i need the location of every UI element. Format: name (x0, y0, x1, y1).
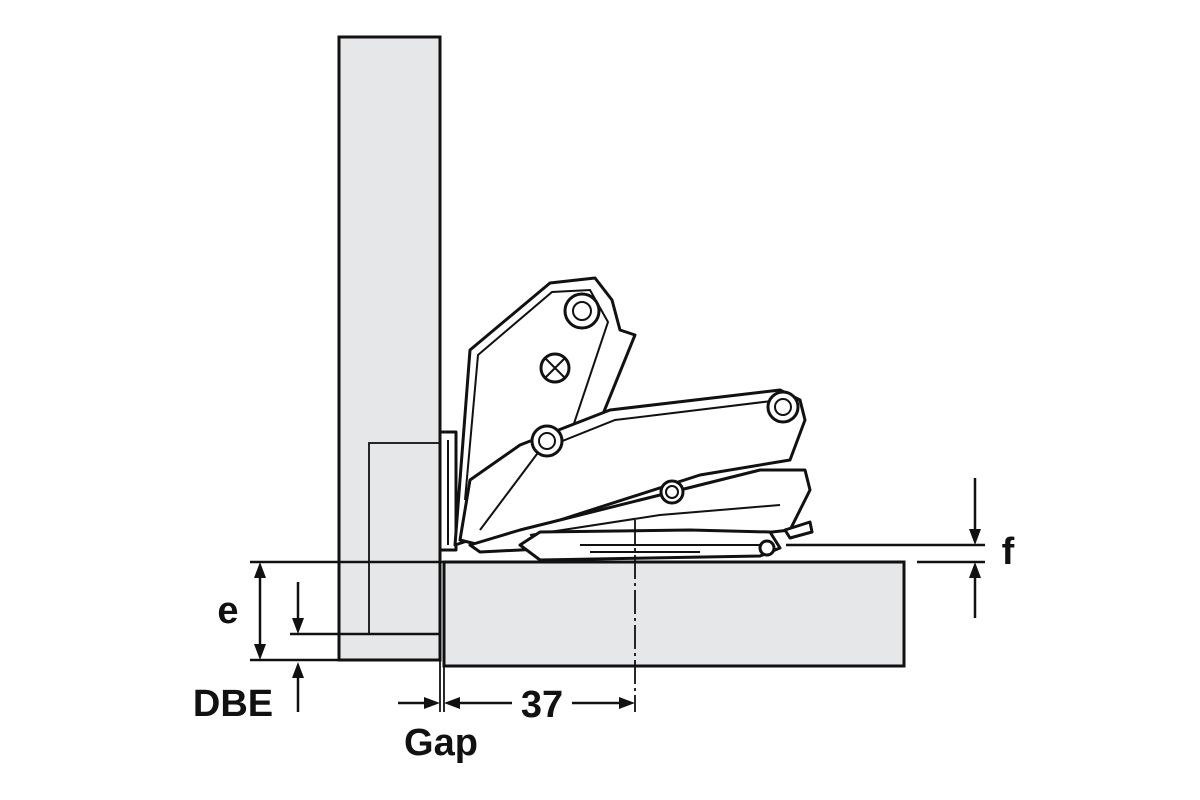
concealed-hinge (438, 276, 814, 562)
side-panel (337, 35, 442, 662)
dimension-f (786, 478, 985, 618)
label-gap: Gap (404, 722, 478, 764)
door-panel (442, 560, 906, 668)
label-e: e (217, 590, 238, 632)
dimension-dbe (290, 582, 440, 712)
dimension-gap-37 (398, 560, 635, 712)
label-f: f (1002, 531, 1015, 573)
label-dbe: DBE (193, 683, 273, 725)
label-37: 37 (521, 684, 563, 726)
dimension-e (250, 560, 444, 662)
